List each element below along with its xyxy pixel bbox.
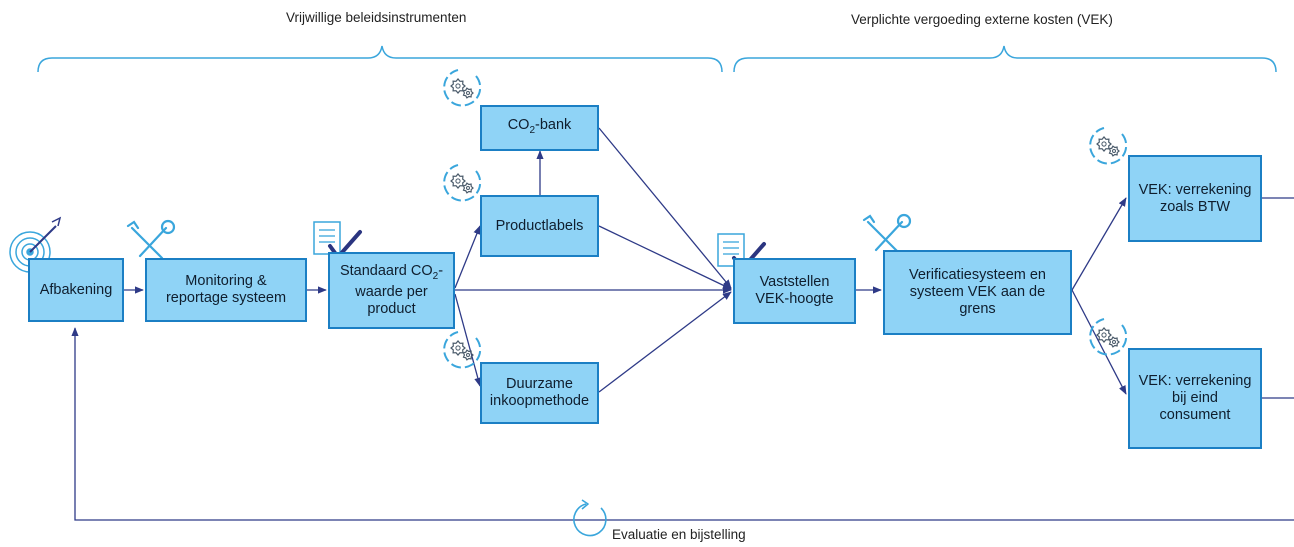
gears-cycle-icon <box>1089 127 1128 165</box>
node-vek-consument-label: VEK: verrekening bij eind consument <box>1138 373 1252 423</box>
arrow-standaard-productlabels <box>454 225 481 289</box>
node-verificatie: Verificatiesysteem en systeem VEK aan de… <box>883 250 1072 335</box>
cycle-arrow-icon <box>573 499 607 537</box>
node-vek-consument: VEK: verrekening bij eind consument <box>1128 348 1262 449</box>
node-vaststellen: Vaststellen VEK-hoogte <box>733 258 856 324</box>
node-vaststellen-label: Vaststellen VEK-hoogte <box>755 274 834 307</box>
heading-mandatory: Verplichte vergoeding externe kosten (VE… <box>851 12 1113 27</box>
wrench-screwdriver-icon <box>126 219 176 260</box>
node-afbakening-label: Afbakening <box>39 281 113 298</box>
node-monitoring: Monitoring & reportage systeem <box>145 258 307 322</box>
node-vek-btw-label: VEK: verrekening zoals BTW <box>1138 181 1252 215</box>
arrow-standaard-duurzame <box>454 293 482 387</box>
gears-cycle-icon <box>1089 318 1128 356</box>
node-duurzame-label: Duurzame inkoopmethode <box>489 376 590 409</box>
heading-voluntary: Vrijwillige beleidsinstrumenten <box>286 10 467 25</box>
wrench-screwdriver-icon <box>862 213 912 254</box>
arrow-verificatie-vekconsument <box>1071 289 1127 395</box>
arrow-duurzame-vaststellen <box>598 291 732 393</box>
node-productlabels: Productlabels <box>480 195 599 257</box>
arrow-verificatie-vekbtw <box>1071 197 1127 291</box>
node-co2bank: CO2-bank <box>480 105 599 151</box>
gears-cycle-icon <box>443 331 482 369</box>
arrow-feedback-loop <box>71 327 1294 521</box>
bracket-mandatory <box>733 45 1277 73</box>
node-duurzame: Duurzame inkoopmethode <box>480 362 599 424</box>
node-co2bank-label: CO2-bank <box>507 117 572 136</box>
arrow-co2bank-vaststellen <box>598 127 732 289</box>
bracket-voluntary <box>37 45 723 73</box>
node-monitoring-label: Monitoring & reportage systeem <box>165 273 287 306</box>
gears-cycle-icon <box>443 69 482 107</box>
gears-cycle-icon <box>443 164 482 202</box>
heading-feedback: Evaluatie en bijstelling <box>612 527 746 542</box>
node-verificatie-label: Verificatiesysteem en systeem VEK aan de… <box>908 267 1046 317</box>
node-afbakening: Afbakening <box>28 258 124 322</box>
node-vek-btw: VEK: verrekening zoals BTW <box>1128 155 1262 242</box>
node-standaard: Standaard CO2-waarde per product <box>328 252 455 329</box>
node-productlabels-label: Productlabels <box>495 217 584 234</box>
arrow-productlabels-vaststellen <box>598 225 732 290</box>
node-standaard-label: Standaard CO2-waarde per product <box>339 262 444 318</box>
